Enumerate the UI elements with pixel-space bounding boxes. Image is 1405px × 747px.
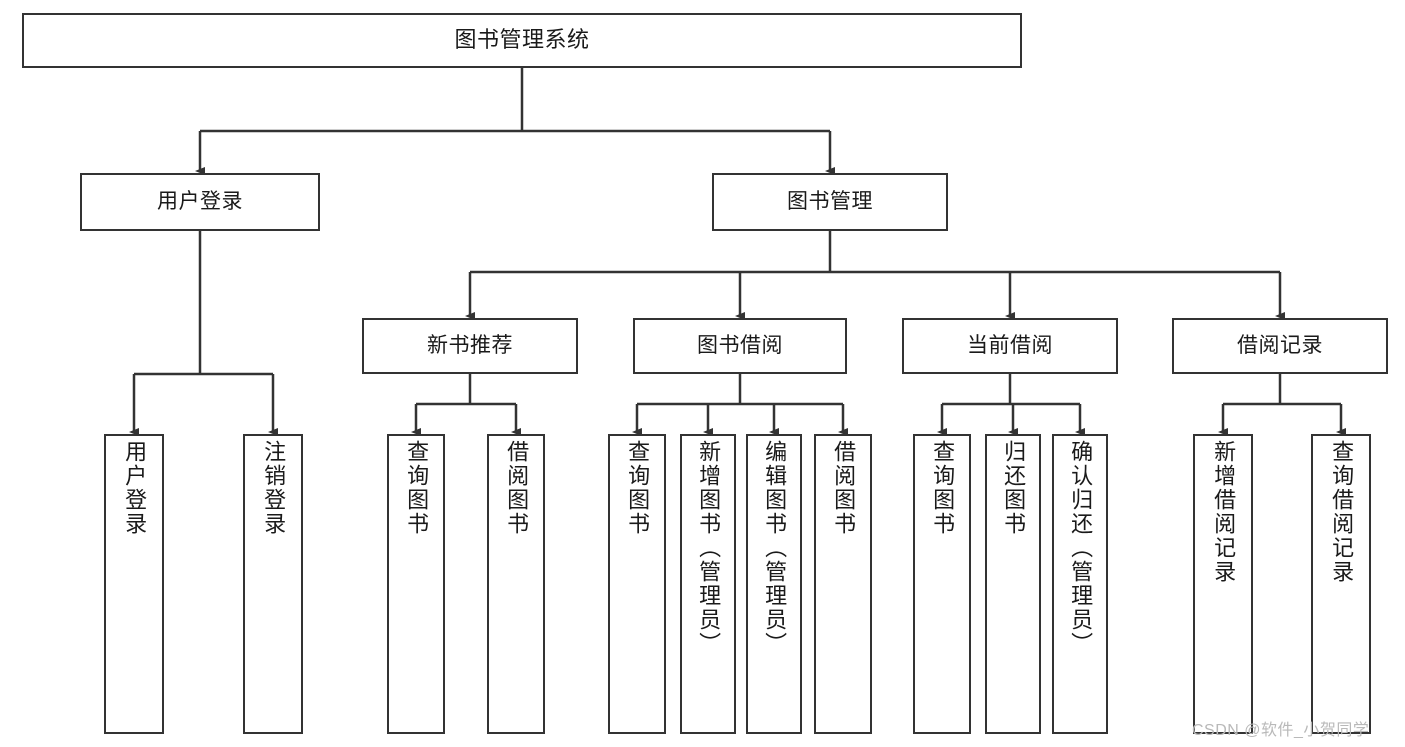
connector-group xyxy=(129,68,1346,436)
node-root[interactable]: 图书管理系统 xyxy=(22,13,1022,68)
node-user-login[interactable]: 用户登录 xyxy=(80,173,320,231)
node-leaf-query-book-2[interactable]: 查询图书 xyxy=(608,434,666,734)
node-leaf-user-login[interactable]: 用户登录 xyxy=(104,434,164,734)
node-label: 新增图书（管理员） xyxy=(696,440,722,656)
node-borrow-record[interactable]: 借阅记录 xyxy=(1172,318,1388,374)
node-label: 借阅记录 xyxy=(1237,334,1323,358)
node-label: 借阅图书 xyxy=(831,440,857,536)
node-leaf-borrow-book-2[interactable]: 借阅图书 xyxy=(814,434,872,734)
node-book-manage[interactable]: 图书管理 xyxy=(712,173,948,231)
node-label: 用户登录 xyxy=(157,190,243,214)
node-label: 注销登录 xyxy=(261,440,287,536)
node-book-borrow[interactable]: 图书借阅 xyxy=(633,318,847,374)
node-label: 编辑图书（管理员） xyxy=(762,440,788,656)
node-leaf-confirm-return[interactable]: 确认归还（管理员） xyxy=(1052,434,1108,734)
node-leaf-query-book-3[interactable]: 查询图书 xyxy=(913,434,971,734)
node-label: 新书推荐 xyxy=(427,334,513,358)
node-new-book-rec[interactable]: 新书推荐 xyxy=(362,318,578,374)
node-label: 查询借阅记录 xyxy=(1329,440,1355,584)
node-label: 图书借阅 xyxy=(697,334,783,358)
node-label: 确认归还（管理员） xyxy=(1068,440,1094,656)
node-label: 新增借阅记录 xyxy=(1211,440,1237,584)
node-leaf-edit-book[interactable]: 编辑图书（管理员） xyxy=(746,434,802,734)
node-label: 归还图书 xyxy=(1001,440,1027,536)
watermark-label: CSDN @软件_小贺同学 xyxy=(1192,722,1370,739)
node-label: 查询图书 xyxy=(625,440,651,536)
node-current-borrow[interactable]: 当前借阅 xyxy=(902,318,1118,374)
node-label: 查询图书 xyxy=(930,440,956,536)
node-label: 查询图书 xyxy=(404,440,430,536)
node-leaf-add-record[interactable]: 新增借阅记录 xyxy=(1193,434,1253,734)
node-leaf-add-book[interactable]: 新增图书（管理员） xyxy=(680,434,736,734)
node-leaf-query-book-1[interactable]: 查询图书 xyxy=(387,434,445,734)
node-label: 图书管理系统 xyxy=(454,27,590,53)
node-label: 图书管理 xyxy=(787,190,873,214)
node-label: 借阅图书 xyxy=(504,440,530,536)
node-leaf-user-logout[interactable]: 注销登录 xyxy=(243,434,303,734)
node-label: 用户登录 xyxy=(122,440,148,536)
node-leaf-borrow-book-1[interactable]: 借阅图书 xyxy=(487,434,545,734)
node-label: 当前借阅 xyxy=(967,334,1053,358)
node-leaf-query-record[interactable]: 查询借阅记录 xyxy=(1311,434,1371,734)
node-leaf-return-book[interactable]: 归还图书 xyxy=(985,434,1041,734)
